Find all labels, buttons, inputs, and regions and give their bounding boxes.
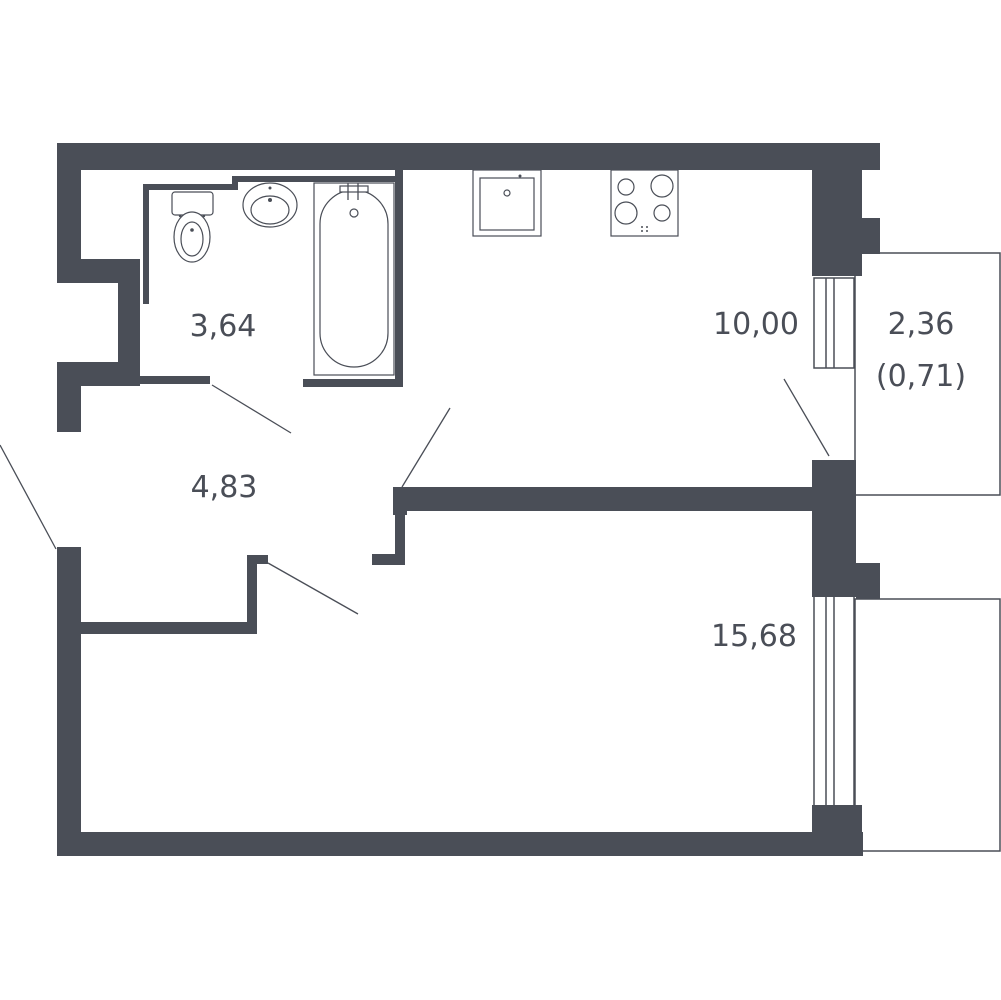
living-room-window bbox=[813, 595, 855, 809]
kitchen-area: 10,00 bbox=[713, 307, 799, 342]
balcony-reduced-area: (0,71) bbox=[876, 359, 966, 394]
walls bbox=[57, 143, 880, 856]
kitchen-sink-icon bbox=[472, 169, 542, 237]
balcony-area: 2,36 bbox=[888, 307, 955, 342]
hallway-area: 4,83 bbox=[191, 470, 258, 505]
bathroom-area: 3,64 bbox=[190, 309, 257, 344]
washbasin-icon bbox=[242, 182, 298, 228]
toilet-icon bbox=[171, 191, 214, 263]
door-swings bbox=[0, 378, 830, 615]
bathtub-icon bbox=[313, 182, 395, 376]
cooktop-icon bbox=[610, 169, 679, 237]
living-room-area: 15,68 bbox=[711, 619, 797, 654]
kitchen-window bbox=[813, 277, 855, 369]
balcony-outline bbox=[854, 252, 1001, 852]
